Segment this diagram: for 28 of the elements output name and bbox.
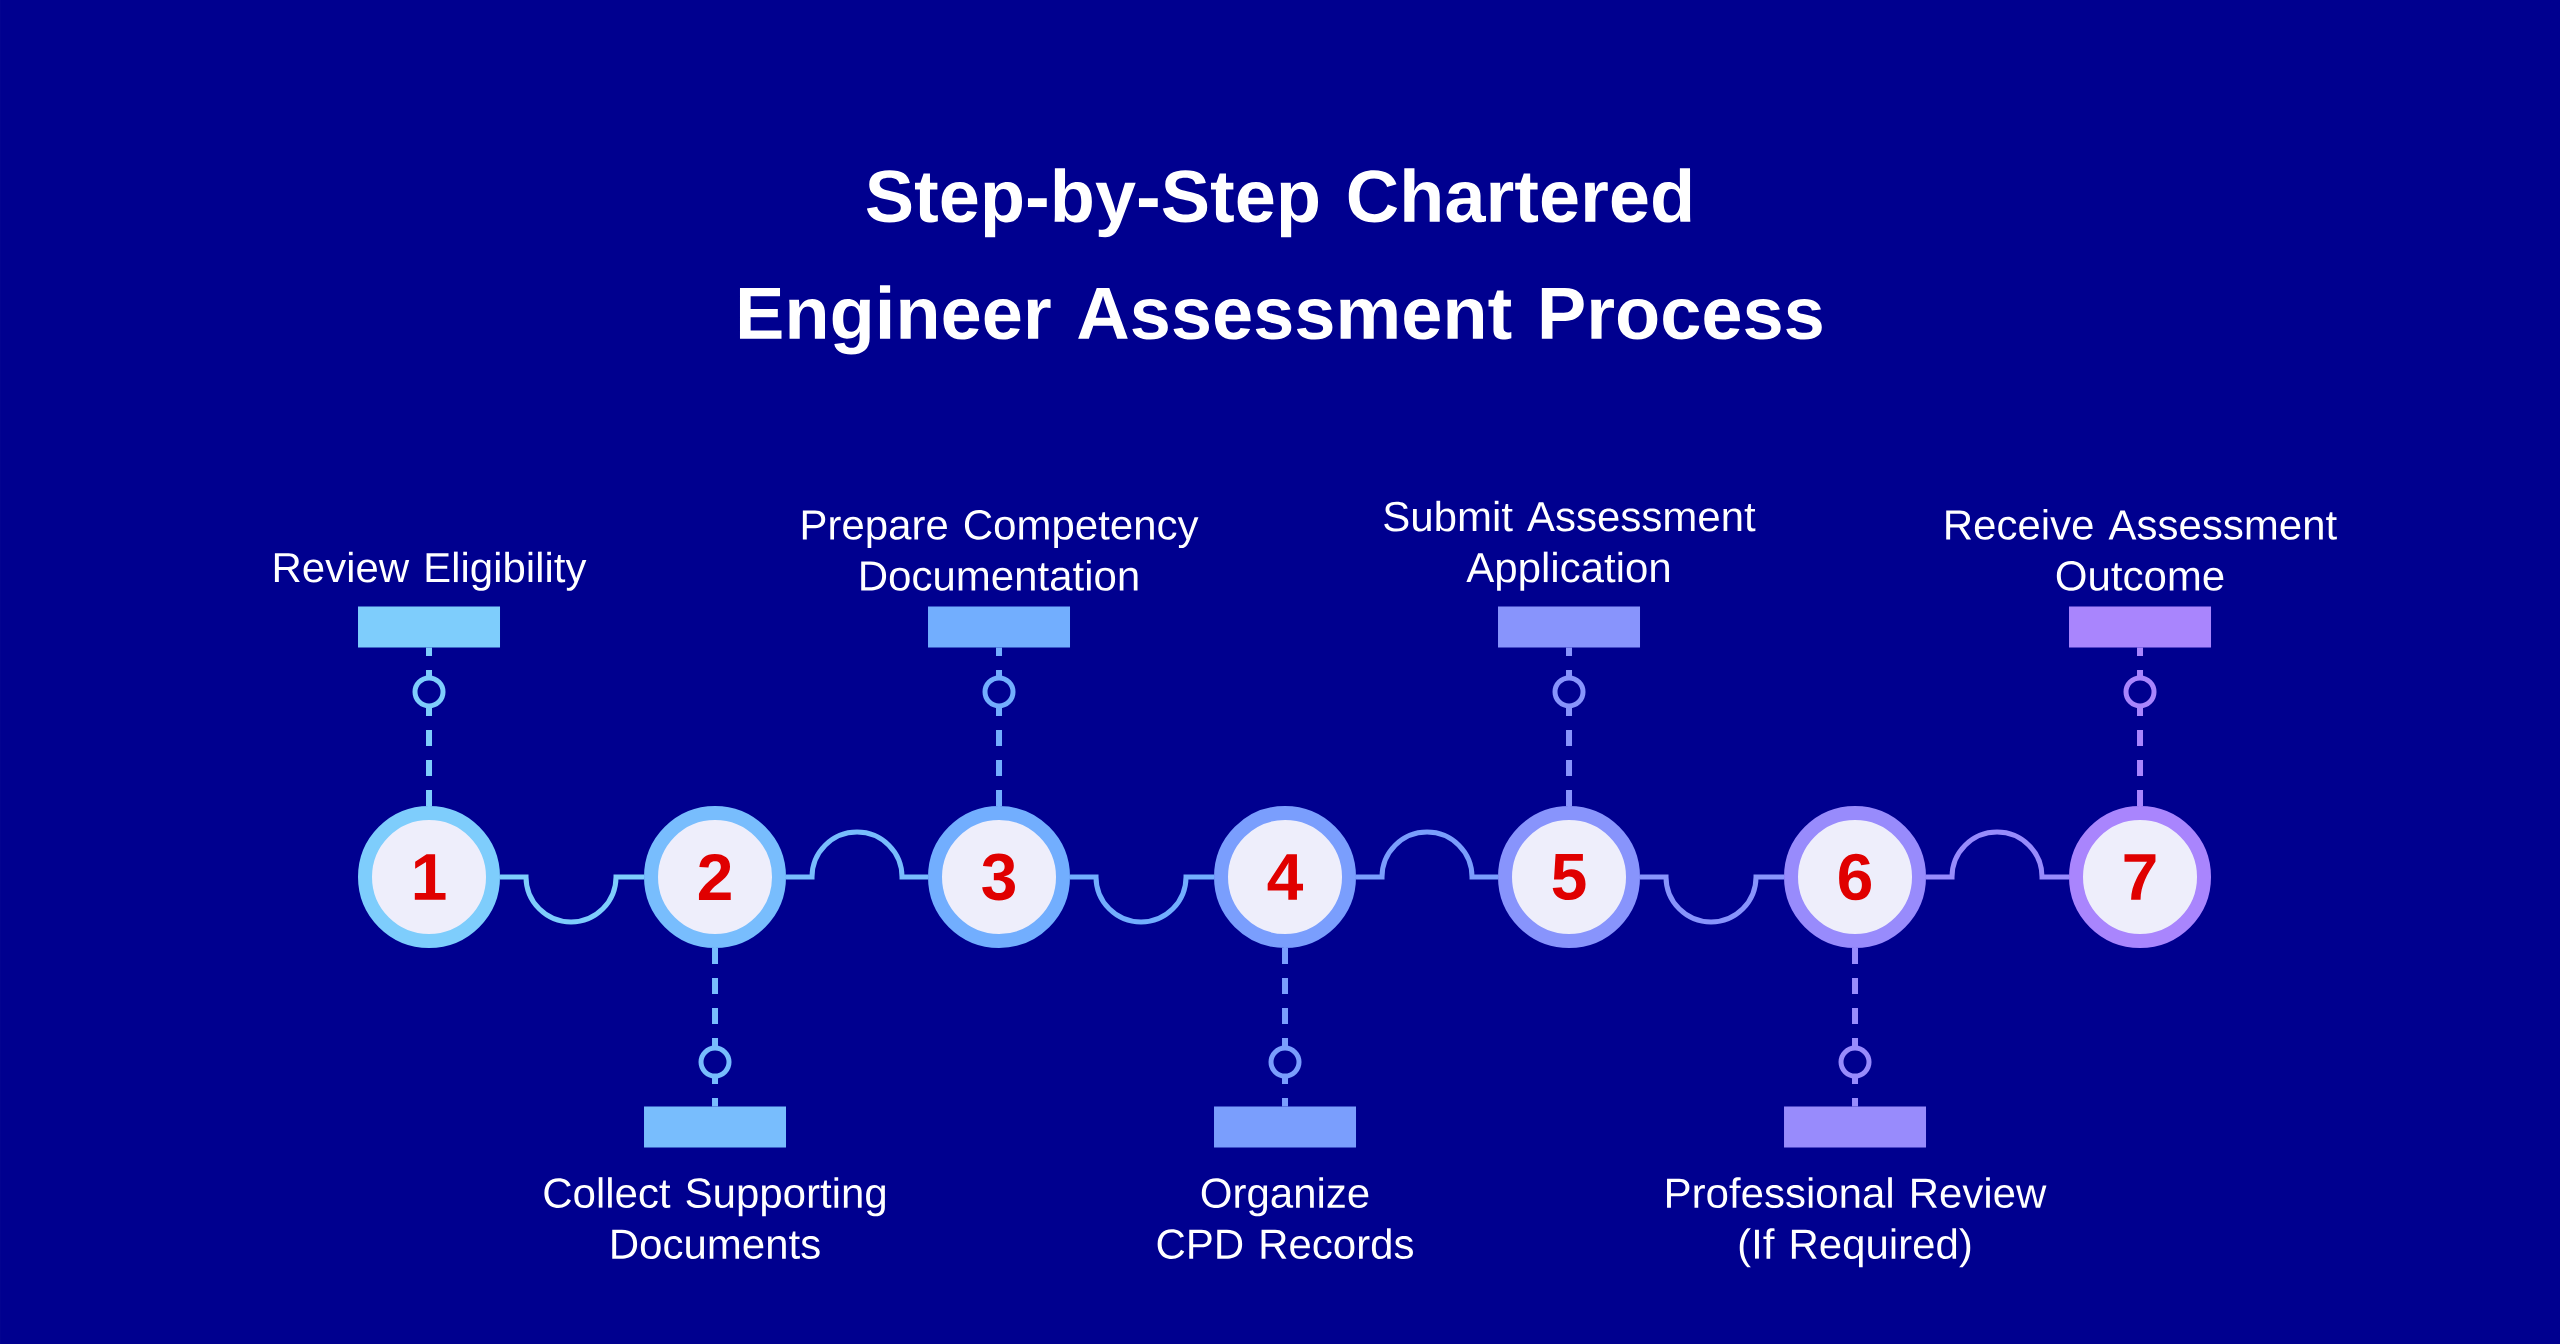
- dotted-connector: [412, 647, 446, 806]
- label-bar: [2069, 606, 2211, 648]
- arc-connector: [1640, 874, 1784, 925]
- arc-connector: [1356, 829, 1498, 880]
- step-label: Submit Assessment Application: [1384, 500, 1756, 591]
- dotted-connector: [1838, 948, 1872, 1107]
- label-bar: [1214, 1106, 1356, 1148]
- arc-connector: [500, 874, 644, 925]
- step-label: Review Eligibility: [274, 551, 587, 591]
- dotted-connector: [2123, 647, 2157, 806]
- title: Step-by-Step Chartered Engineer Assessment Process: [740, 168, 1822, 355]
- step-label: Collect Supporting Documents: [544, 1177, 885, 1260]
- step-label: Professional Review (If Required): [1667, 1177, 2047, 1268]
- label-bar: [928, 606, 1070, 648]
- label-bar: [358, 606, 500, 648]
- label-bar: [644, 1106, 786, 1148]
- dotted-connector: [982, 647, 1016, 806]
- label-bar: [1498, 606, 1640, 648]
- arc-connector: [786, 829, 928, 880]
- arc-connector: [1926, 829, 2069, 880]
- arc-connector: [1070, 874, 1214, 925]
- label-bar: [1784, 1106, 1926, 1148]
- dotted-connector: [698, 948, 732, 1107]
- step-label: Receive Assessment Outcome: [1946, 508, 2337, 591]
- step-label: Prepare Competency Documentation: [802, 510, 1199, 591]
- dotted-connector: [1552, 647, 1586, 806]
- dotted-connector: [1268, 948, 1302, 1107]
- step-label: Organize CPD Records: [1157, 1177, 1413, 1260]
